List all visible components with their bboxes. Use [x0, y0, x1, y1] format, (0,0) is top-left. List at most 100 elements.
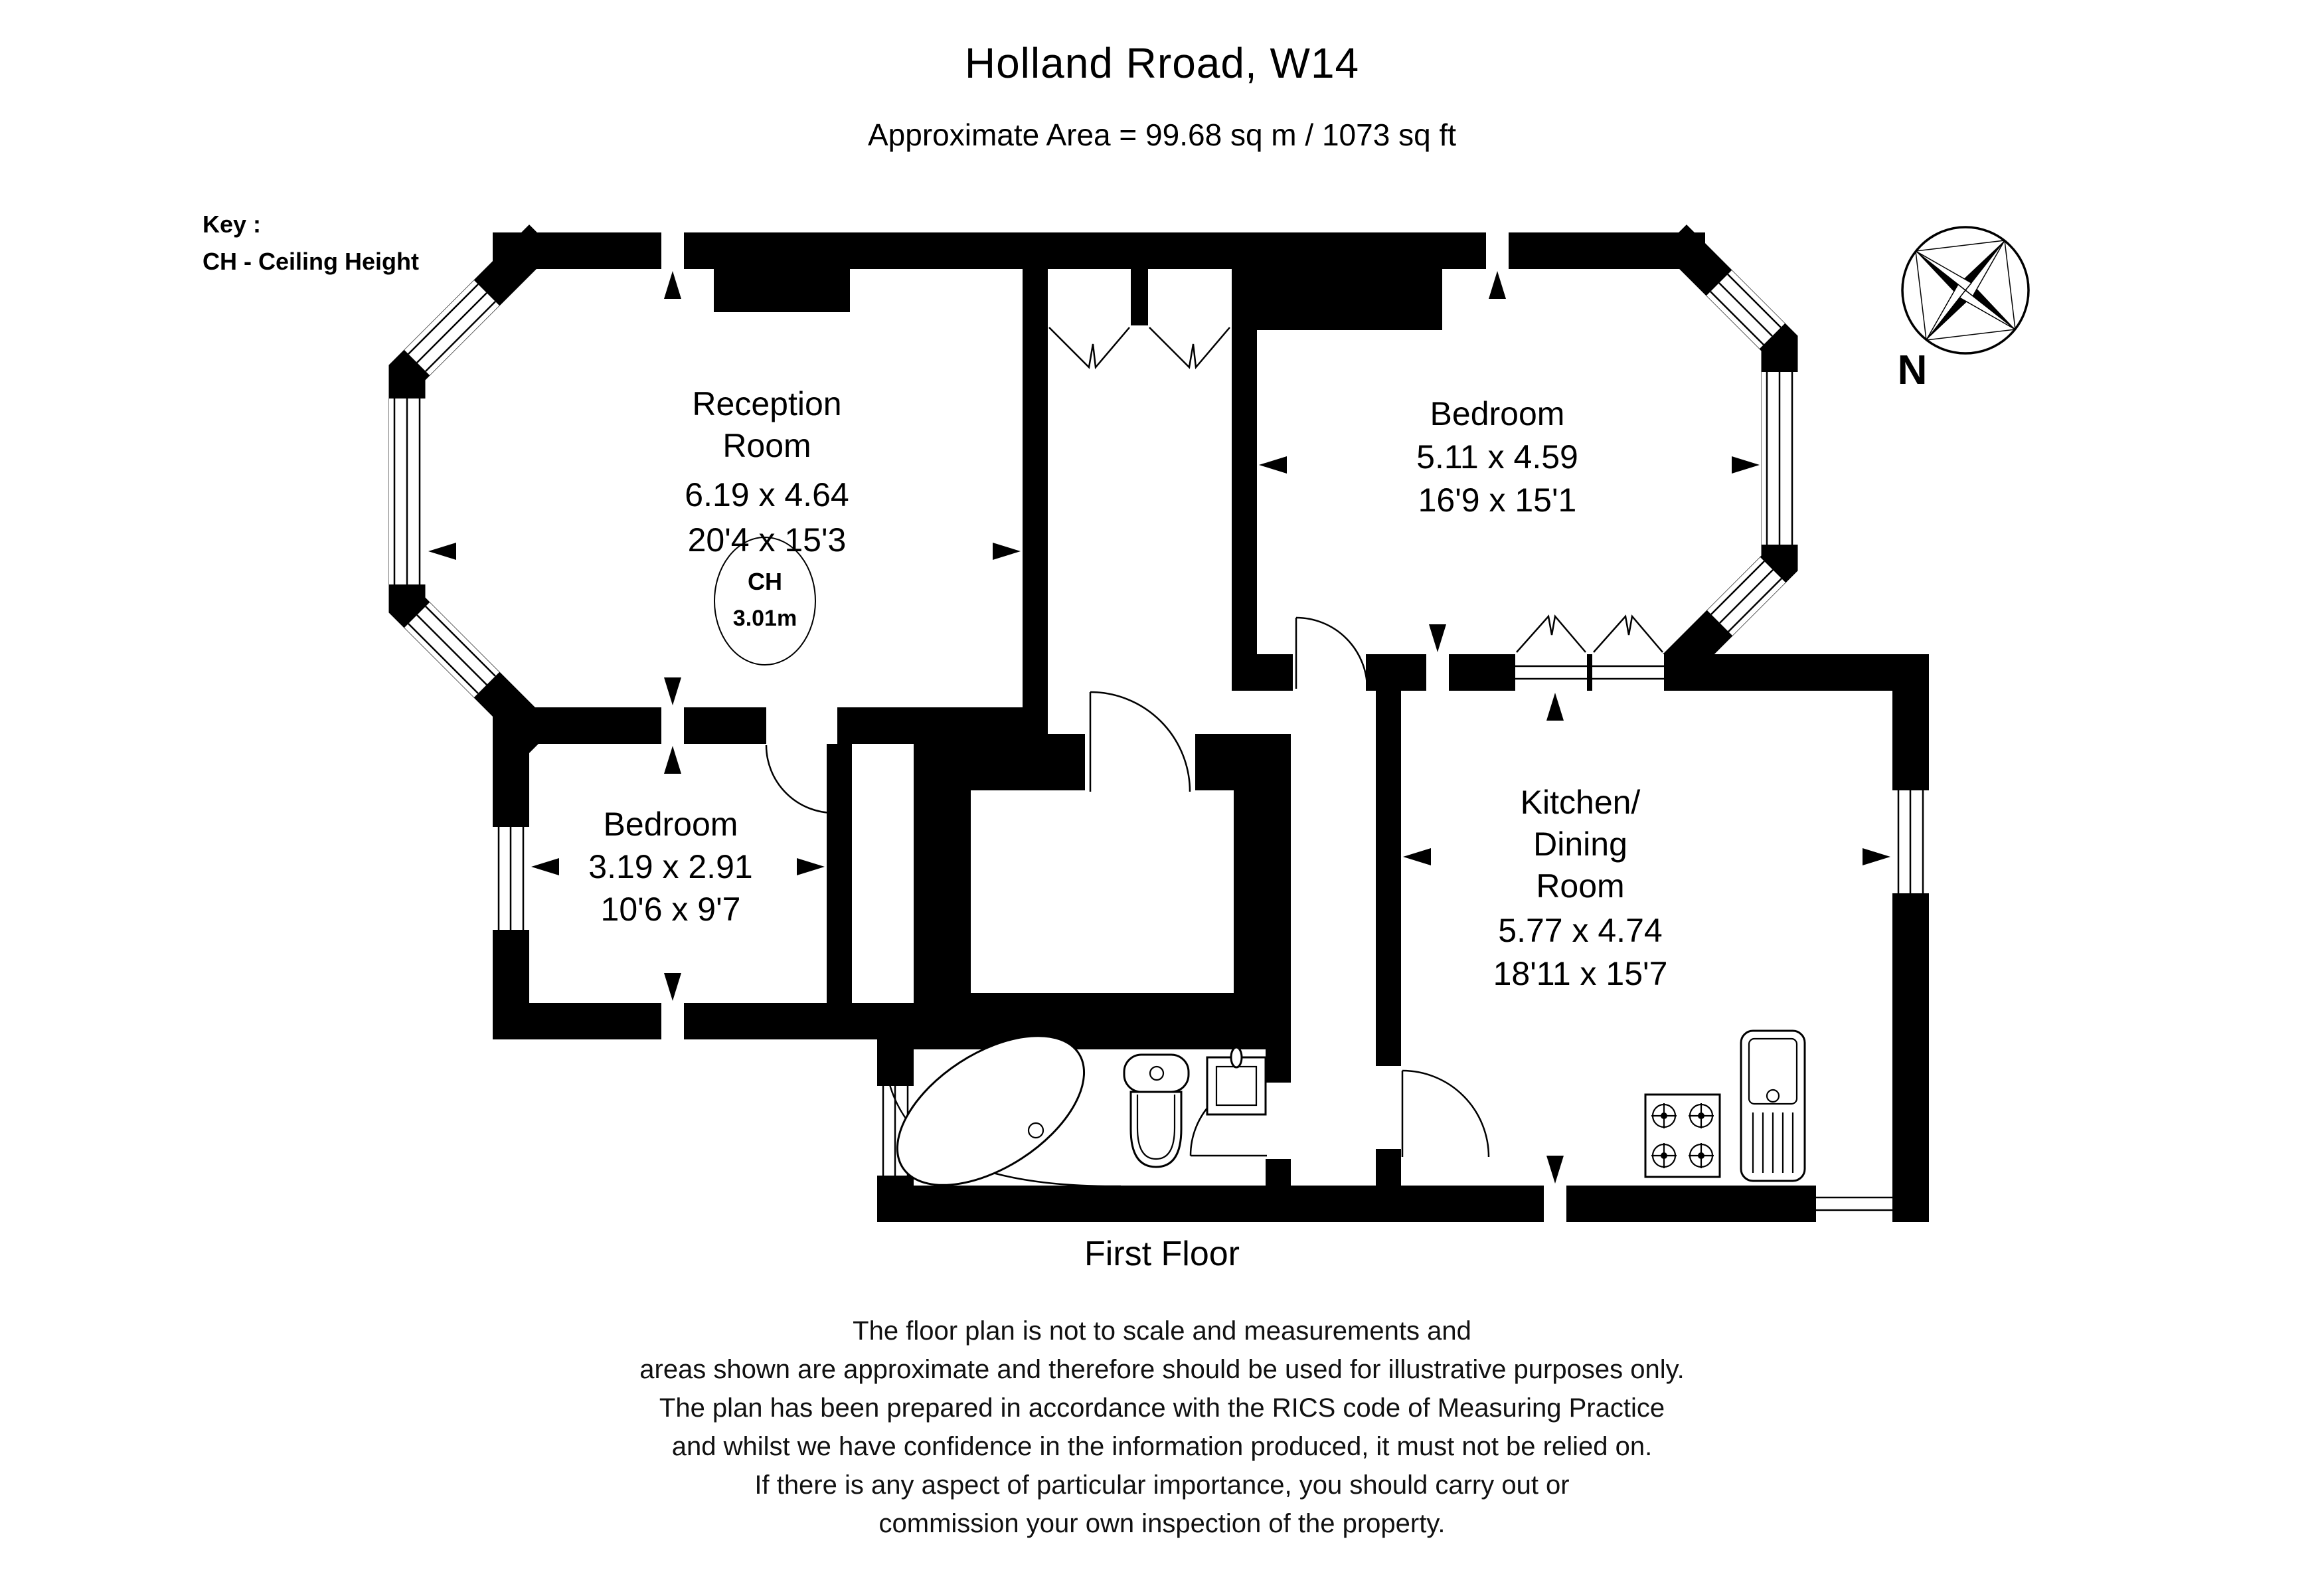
window-bedroom1-bottom-1 [1515, 654, 1587, 691]
wall-corridor-right [1232, 269, 1257, 691]
curtain-symbols [1048, 327, 1663, 653]
wall-kitchen-right [1892, 691, 1929, 1222]
disclaimer-line-5: If there is any aspect of particular imp… [754, 1470, 1570, 1500]
bedroom1-dims-imperial: 16'9 x 15'1 [1418, 482, 1577, 519]
window-kitchen-bottom [1816, 1186, 1892, 1222]
kitchen-label: Kitchen/ Dining Room 5.77 x 4.74 18'11 x… [1493, 784, 1668, 992]
ch-value: 3.01m [733, 606, 797, 631]
hob-icon [1644, 1093, 1721, 1178]
arrow-bedroom1-right [1732, 456, 1760, 474]
reception-room-label: Reception Room 6.19 x 4.64 20'4 x 15'3 C… [685, 385, 849, 665]
toilet-icon [1123, 1053, 1190, 1168]
gap-bedroom1-top [1486, 232, 1509, 269]
wall-bottom [877, 1186, 1929, 1222]
corridor-curtain-right [1149, 327, 1230, 370]
wall-gaps [661, 232, 1566, 1222]
bathroom-sink-icon [1206, 1046, 1267, 1116]
kitchen-name-1: Kitchen/ [1521, 784, 1641, 821]
wall-bedroom2-bottom [493, 1003, 914, 1039]
wall-bedroom1-block [1232, 269, 1442, 330]
window-bedroom1-bay-top [1706, 270, 1785, 349]
arrow-kitchen-down [1546, 1156, 1564, 1184]
window-kitchen-right [1892, 790, 1929, 893]
gap-kitchen-bottom [1544, 1186, 1566, 1222]
wall-corridor-left [1023, 269, 1048, 707]
bedroom2-label: Bedroom 3.19 x 2.91 10'6 x 9'7 [588, 806, 752, 928]
door-kitchen [1401, 1069, 1490, 1158]
approximate-area: Approximate Area = 99.68 sq m / 1073 sq … [867, 118, 1457, 152]
wall-bathroom-right-lower [1266, 1159, 1291, 1186]
door-bedroom2 [765, 745, 835, 814]
arrow-kitchen-up [1546, 693, 1564, 721]
bedroom1-curtain-left [1516, 614, 1586, 653]
key-title: Key : [203, 211, 262, 238]
reception-dims-metric: 6.19 x 4.64 [685, 476, 849, 513]
ch-label: CH [748, 568, 782, 595]
kitchen-sink-icon [1740, 1029, 1806, 1182]
arrow-reception-down [664, 677, 681, 705]
wall-bathroom-right-upper [1266, 1049, 1291, 1083]
arrow-bedroom1-up [1489, 271, 1506, 299]
bedroom1-curtain-right [1593, 614, 1663, 653]
arrow-reception-left [428, 543, 456, 560]
door-hall [1089, 691, 1191, 792]
disclaimer-line-2: areas shown are approximate and therefor… [639, 1355, 1685, 1384]
disclaimer-line-3: The plan has been prepared in accordance… [659, 1393, 1665, 1423]
floor-title: First Floor [1084, 1235, 1240, 1273]
door-opening-bedroom1 [1293, 654, 1366, 691]
wall-kitchen-left-upper [1376, 691, 1401, 1066]
arrow-bedroom1-down [1429, 624, 1446, 652]
arrow-bedroom2-right [797, 858, 825, 875]
page-title: Holland Rroad, W14 [964, 39, 1360, 87]
kitchen-dims-imperial: 18'11 x 15'7 [1493, 955, 1668, 992]
arrow-kitchen-right [1863, 848, 1890, 865]
bedroom1-label: Bedroom 5.11 x 4.59 16'9 x 15'1 [1416, 395, 1578, 519]
ceiling-height-badge: CH 3.01m [714, 537, 816, 665]
arrow-bedroom2-down [664, 973, 681, 1001]
arrow-bedroom1-left [1259, 456, 1287, 474]
reception-name-1: Reception [692, 385, 841, 422]
door-opening-bedroom2 [766, 707, 837, 744]
reception-dims-imperial: 20'4 x 15'3 [688, 521, 847, 559]
kitchen-fixtures [1644, 1029, 1806, 1182]
chimney-breast [714, 269, 850, 312]
bedroom2-dims-imperial: 10'6 x 9'7 [601, 891, 741, 928]
door-bedroom1 [1295, 616, 1369, 689]
window-bedroom1-bay-middle [1762, 372, 1798, 545]
stair-void-inner [971, 790, 1234, 993]
bedroom1-dims-metric: 5.11 x 4.59 [1416, 438, 1578, 476]
kitchen-name-2: Dining [1533, 826, 1627, 863]
kitchen-dims-metric: 5.77 x 4.74 [1498, 912, 1662, 949]
window-reception-bay-bottom [404, 602, 499, 697]
bedroom1-name: Bedroom [1430, 395, 1565, 432]
arrow-reception-right [993, 543, 1021, 560]
disclaimer-line-1: The floor plan is not to scale and measu… [853, 1316, 1471, 1346]
compass-icon: N [1898, 226, 2030, 393]
disclaimer-line-6: commission your own inspection of the pr… [878, 1509, 1446, 1538]
bathtub-icon [883, 1035, 1121, 1188]
bedroom2-dims-metric: 3.19 x 2.91 [588, 848, 752, 885]
reception-name-2: Room [722, 427, 811, 464]
corridor-curtain-left [1048, 327, 1130, 370]
wall-bedroom2-right [827, 744, 852, 1003]
arrow-bedroom2-up [664, 746, 681, 774]
gap-bedroom2-bottom [661, 1003, 684, 1039]
bathroom-fixtures [883, 1035, 1267, 1188]
key-legend: Key : CH - Ceiling Height [203, 206, 419, 280]
kitchen-name-3: Room [1536, 867, 1624, 905]
window-reception-bay-middle [389, 398, 426, 584]
bedroom2-name: Bedroom [604, 806, 738, 843]
arrow-reception-up [664, 271, 681, 299]
gap-reception-bottom [661, 707, 684, 744]
measure-arrows [428, 271, 1890, 1184]
doors [765, 616, 1490, 1158]
window-bedroom1-bay-bottom [1707, 557, 1785, 636]
disclaimer-line-4: and whilst we have confidence in the inf… [671, 1432, 1653, 1461]
gap-bedroom1-bottom [1426, 654, 1449, 691]
wall-kitchen-left-lower [1376, 1149, 1401, 1186]
corridor-centre-post [1131, 269, 1148, 325]
arrow-bedroom2-left [531, 858, 559, 875]
key-item-ceiling-height: CH - Ceiling Height [203, 247, 419, 275]
window-bedroom2-left [493, 827, 529, 930]
